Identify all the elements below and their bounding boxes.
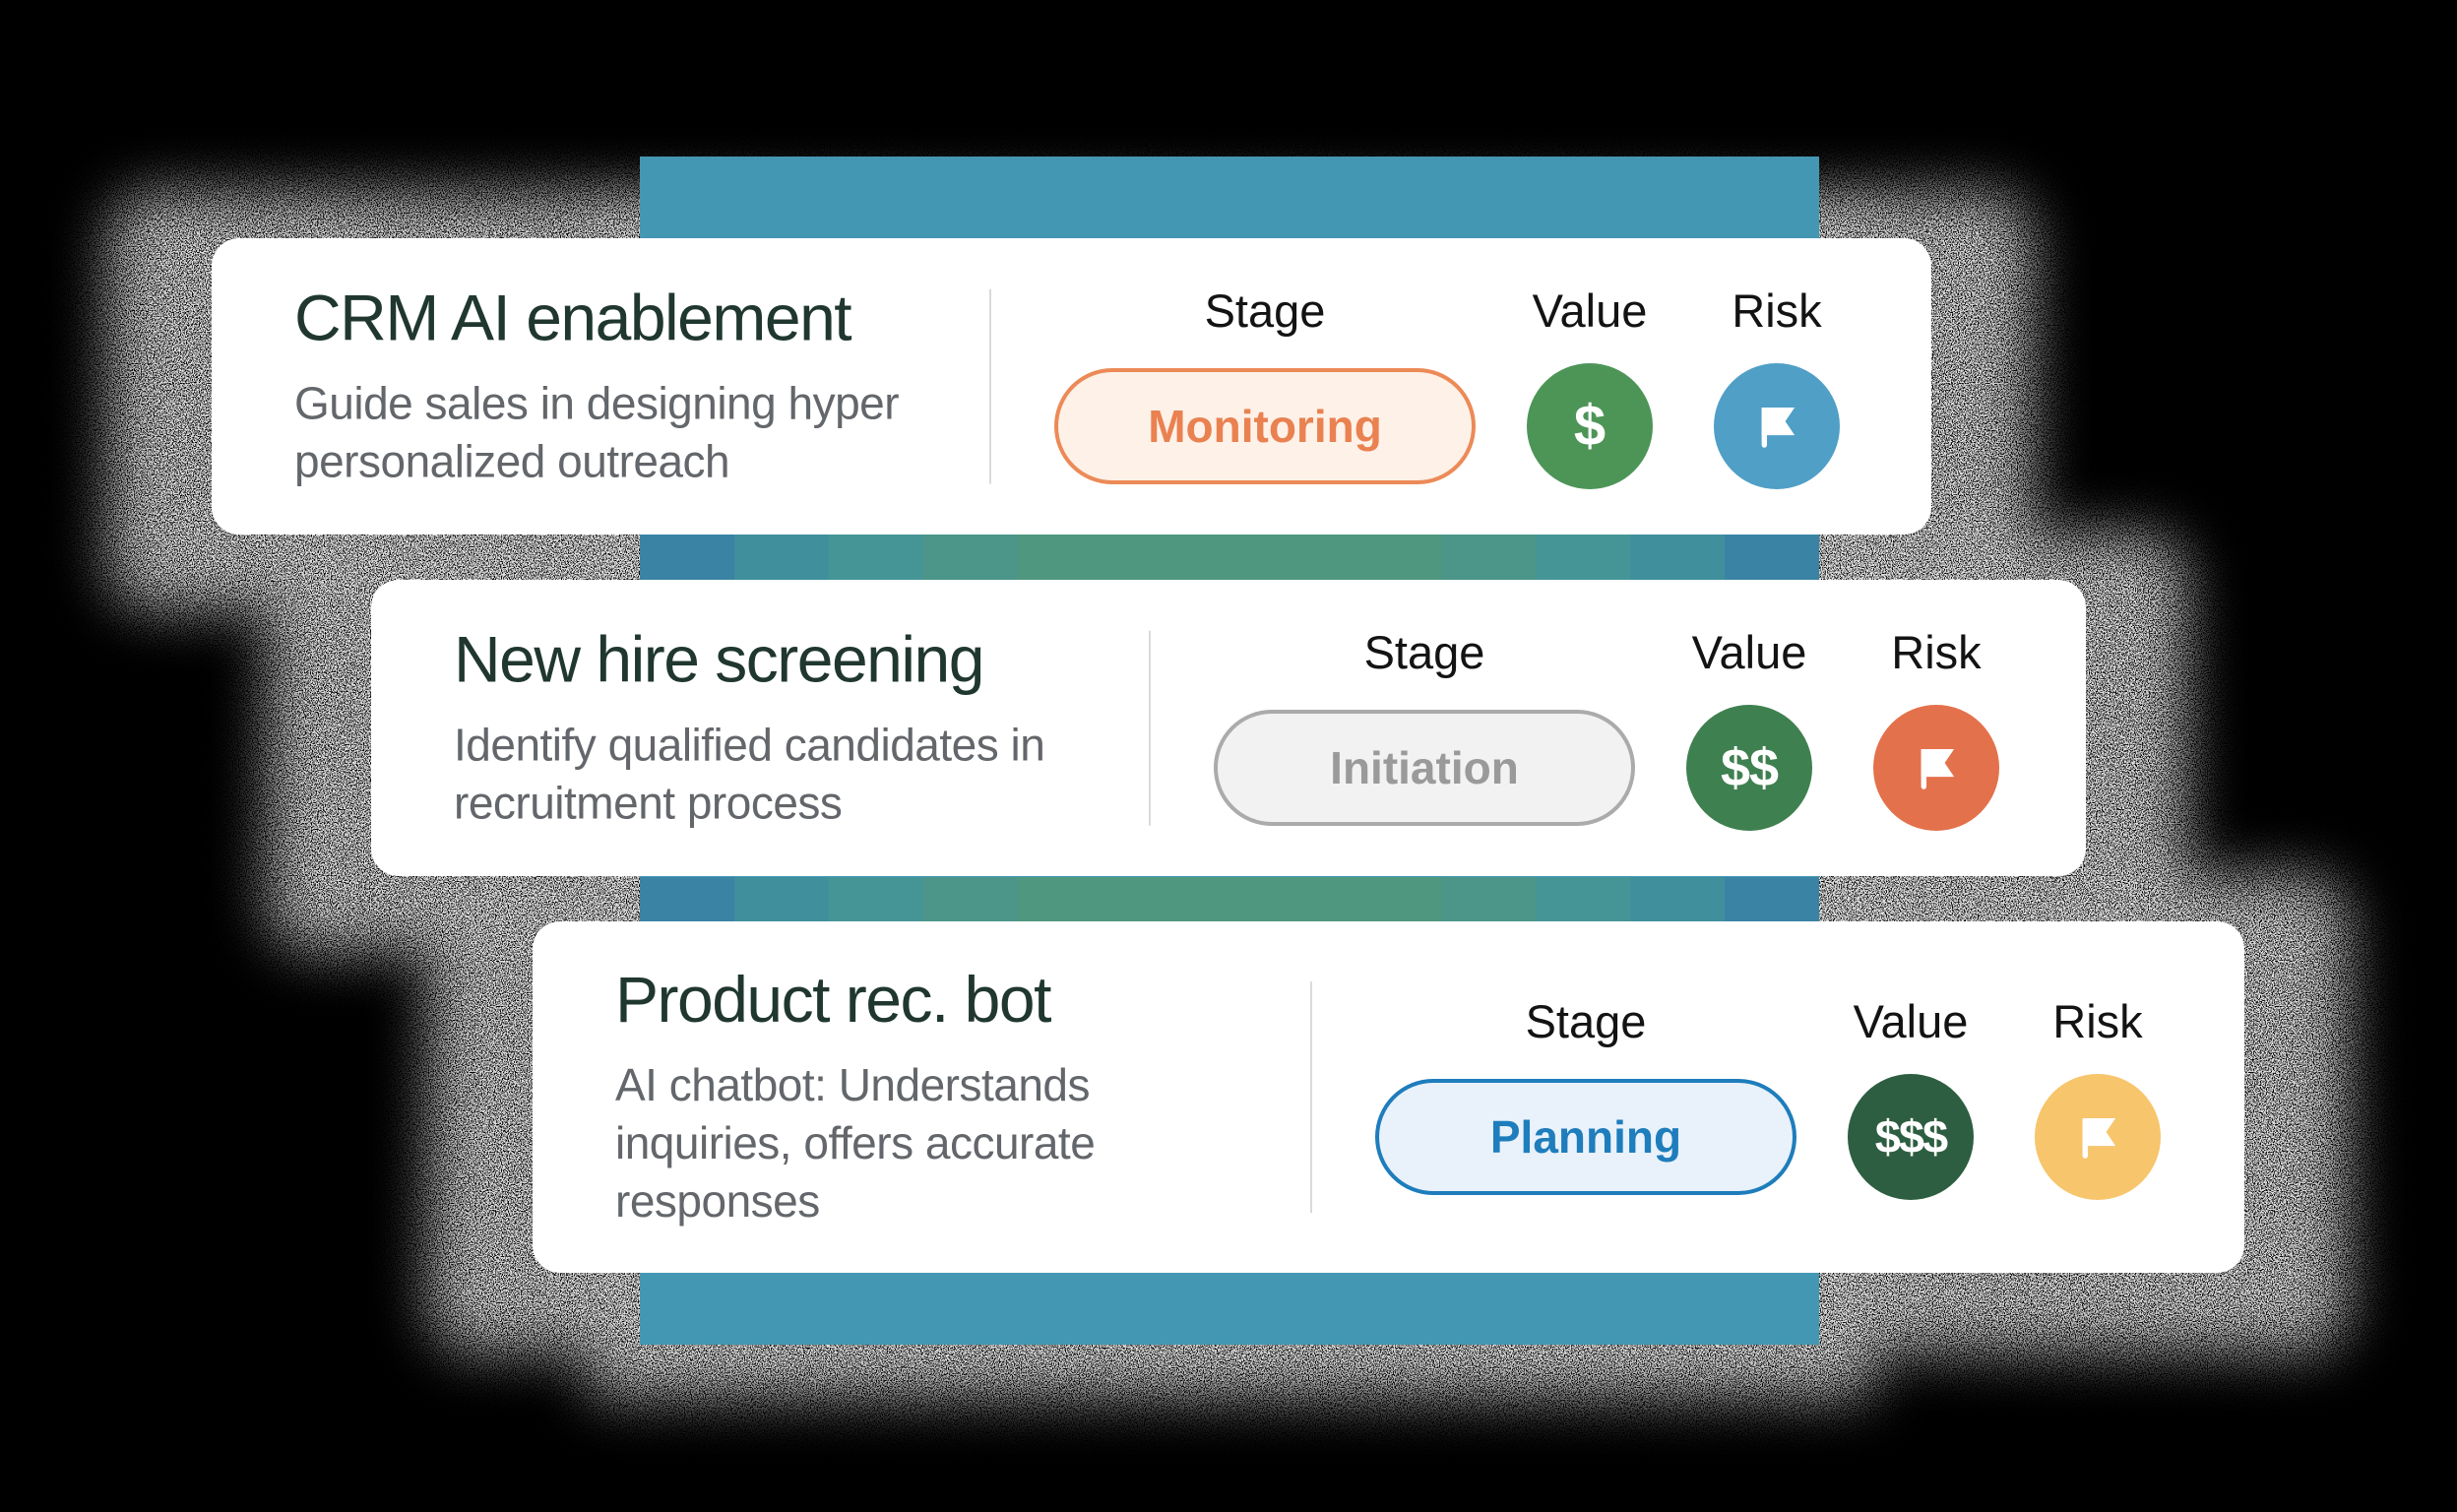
- risk-header: Risk: [2052, 994, 2143, 1047]
- risk-column: Risk: [2035, 995, 2161, 1200]
- stage-pill: Monitoring: [1054, 367, 1476, 484]
- stage-column: Stage Initiation: [1214, 626, 1635, 831]
- flag-icon: [1921, 748, 1955, 789]
- description-line: Identify qualified candidates in: [454, 719, 1045, 771]
- vertical-divider: [1149, 630, 1151, 826]
- value-column: Value $$$: [1848, 995, 1974, 1200]
- use-case-card-crm: CRM AI enablement Guide sales in designi…: [212, 238, 1931, 535]
- description-line: AI chatbot: Understands: [615, 1059, 1091, 1111]
- stage-column: Stage Monitoring: [1054, 284, 1476, 489]
- risk-badge: [1714, 362, 1840, 489]
- stage-header: Stage: [1363, 625, 1485, 678]
- description-line: personalized outreach: [294, 435, 730, 487]
- card-text-block: Product rec. bot AI chatbot: Understands…: [615, 964, 1304, 1231]
- card-description: Guide sales in designing hyper personali…: [294, 375, 983, 491]
- risk-header: Risk: [1891, 625, 1982, 678]
- stage-pill: Initiation: [1214, 709, 1635, 826]
- vertical-divider: [989, 288, 991, 484]
- value-column: Value $: [1527, 284, 1653, 489]
- risk-header: Risk: [1732, 284, 1822, 337]
- value-header: Value: [1691, 625, 1807, 678]
- value-badge: $$: [1686, 704, 1812, 831]
- dollar-icon: $: [1573, 394, 1606, 458]
- card-description: AI chatbot: Understands inquiries, offer…: [615, 1056, 1304, 1230]
- dollar-icon: $$: [1720, 737, 1779, 797]
- description-line: responses: [615, 1175, 820, 1228]
- flag-icon: [1761, 407, 1796, 448]
- value-column: Value $$: [1686, 626, 1812, 831]
- stage-header: Stage: [1204, 284, 1326, 337]
- stage-pill-label: Monitoring: [1148, 400, 1382, 452]
- dollar-icon: $$$: [1874, 1110, 1948, 1163]
- stage-column: Stage Planning: [1375, 995, 1796, 1200]
- stage-pill: Planning: [1375, 1078, 1796, 1195]
- gradient-stripe-bottom: [640, 877, 1819, 921]
- risk-badge: [1873, 704, 1999, 831]
- description-line: inquiries, offers accurate: [615, 1117, 1096, 1169]
- use-case-card-chatbot: Product rec. bot AI chatbot: Understands…: [533, 921, 2244, 1273]
- description-line: recruitment process: [454, 777, 843, 829]
- value-header: Value: [1532, 284, 1648, 337]
- stage-pill-label: Initiation: [1330, 741, 1519, 793]
- value-badge: $: [1527, 362, 1653, 489]
- card-title: New hire screening: [454, 622, 984, 696]
- use-case-card-hiring: New hire screening Identify qualified ca…: [371, 580, 2086, 876]
- card-title: CRM AI enablement: [294, 281, 852, 354]
- risk-column: Risk: [1873, 626, 1999, 831]
- card-text-block: New hire screening Identify qualified ca…: [454, 623, 1143, 833]
- stage-pill-label: Planning: [1489, 1110, 1682, 1163]
- value-header: Value: [1853, 994, 1969, 1047]
- stage-header: Stage: [1525, 994, 1647, 1047]
- card-title: Product rec. bot: [615, 962, 1051, 1036]
- card-description: Identify qualified candidates in recruit…: [454, 717, 1143, 833]
- card-text-block: CRM AI enablement Guide sales in designi…: [294, 282, 983, 491]
- vertical-divider: [1310, 980, 1312, 1214]
- flag-icon: [2082, 1117, 2116, 1159]
- risk-badge: [2035, 1073, 2161, 1200]
- value-badge: $$$: [1848, 1073, 1974, 1200]
- description-line: Guide sales in designing hyper: [294, 377, 900, 429]
- gradient-stripe-top: [640, 535, 1819, 581]
- risk-column: Risk: [1714, 284, 1840, 489]
